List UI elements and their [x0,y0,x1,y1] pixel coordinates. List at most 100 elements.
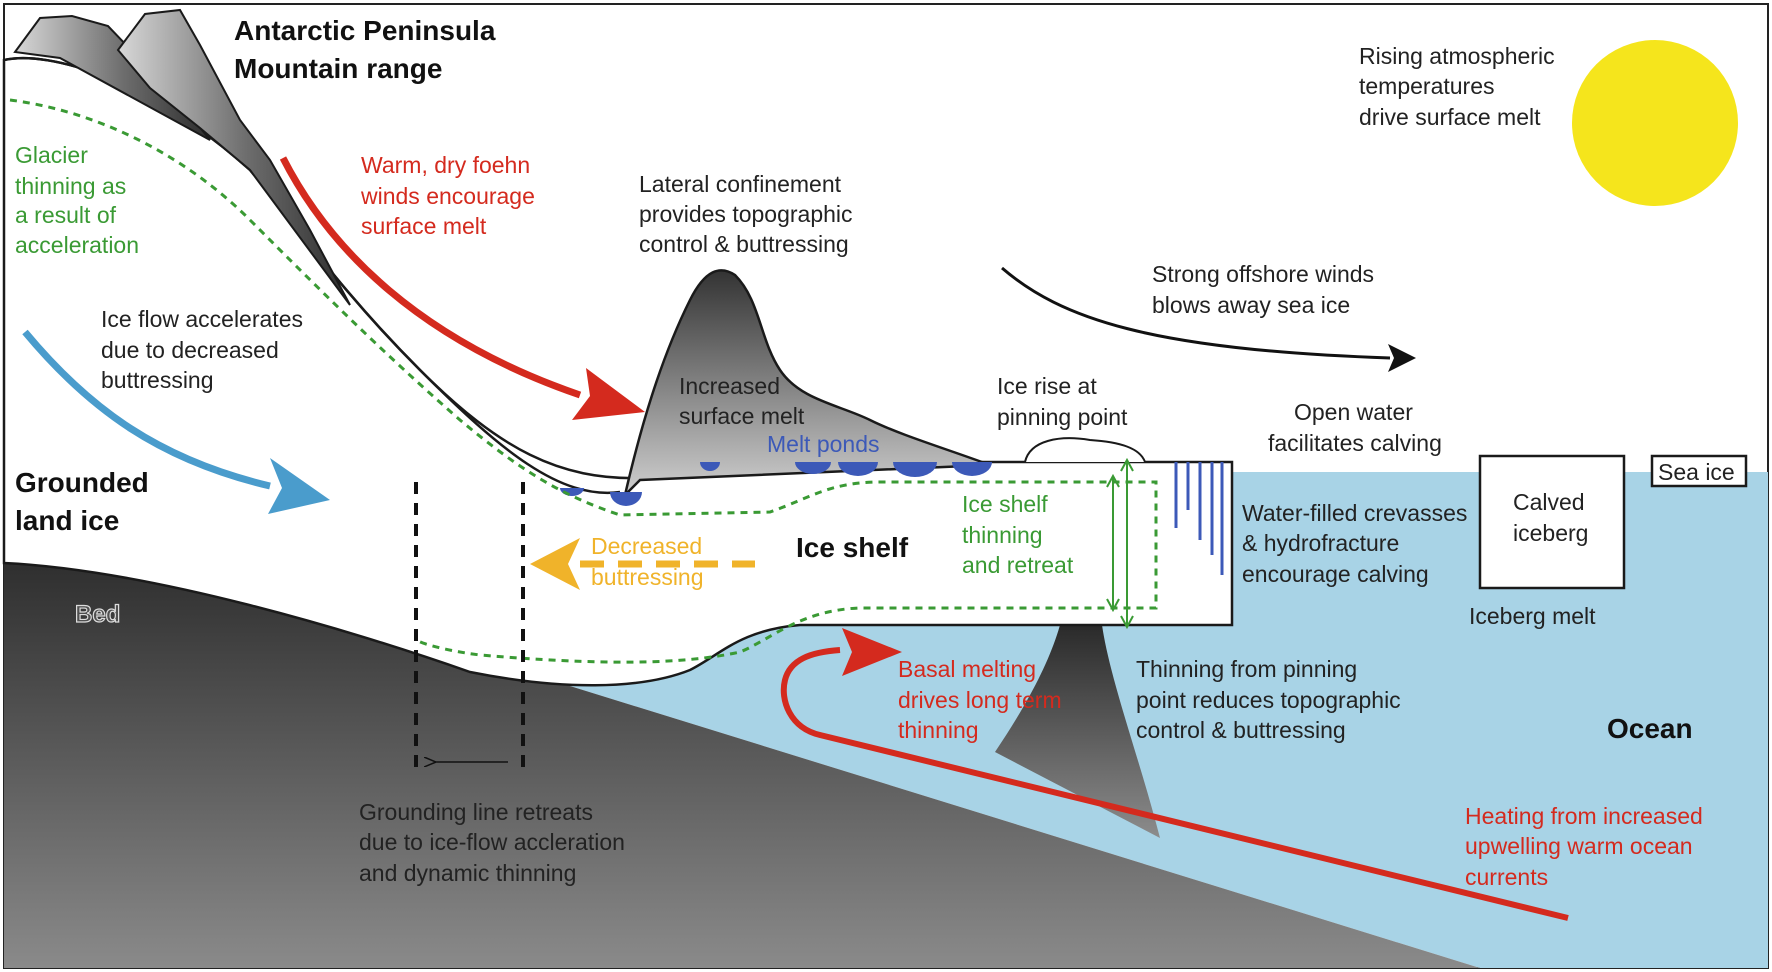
water-filled-crevasses [1174,462,1224,575]
calved-line: iceberg [1513,520,1588,546]
offshore-line: Strong offshore winds [1152,261,1374,287]
grounded-ice-label: Grounded land ice [15,467,149,536]
offshore-line: blows away sea ice [1152,292,1350,318]
melt-pond [893,462,937,477]
mountain-range-label: Antarctic Peninsula Mountain range [234,15,496,84]
melt-pond [795,462,831,474]
surface-melt-line: Increased [679,373,780,399]
grounding-line-text: and dynamic thinning [359,860,576,886]
glacier-thinning-dashed-line [9,98,1158,664]
bed-rock [4,559,1480,968]
glacier-thinning-line: a result of [15,202,117,228]
rising-temperatures-label: Rising atmospheric temperatures drive su… [1359,43,1555,130]
melt-pond [610,492,642,506]
foehn-line: surface melt [361,213,487,239]
shelf-thinning-line: and retreat [962,552,1074,578]
ocean-heating-line: currents [1465,864,1548,890]
lateral-line: Lateral confinement [639,171,842,197]
melt-pond [952,462,992,476]
pinning-thinning-label: Thinning from pinning point reduces topo… [1136,656,1401,743]
basal-melting-label: Basal melting drives long term thinning [898,656,1062,743]
melt-ponds-group [560,462,992,506]
surface-melt-line: surface melt [679,403,805,429]
mountain-range-line: Mountain range [234,53,442,84]
ice-rise-line: Ice rise at [997,373,1097,399]
ocean-heating-line: upwelling warm ocean [1465,833,1693,859]
ocean-label: Ocean [1607,713,1693,744]
ice-flow-arrow [22,329,271,490]
decreased-line: Decreased [591,533,702,559]
ice-flow-label: Ice flow accelerates due to decreased bu… [101,306,303,393]
rising-temp-line: Rising atmospheric [1359,43,1555,69]
ocean-heating-label: Heating from increased upwelling warm oc… [1465,803,1703,890]
ice-flow-line: due to decreased [101,337,279,363]
grounded-line: Grounded [15,467,149,498]
mountain-range-line: Antarctic Peninsula [234,15,496,46]
melt-ponds-label: Melt ponds [767,431,880,457]
sea-ice-label: Sea ice [1658,459,1735,485]
ice-rise [1024,437,1146,463]
melt-pond [700,462,720,471]
surface-melt-label: Increased surface melt [679,373,805,429]
grounding-line-text: Grounding line retreats [359,799,593,825]
shelf-arrow-head [1106,457,1134,630]
decreased-line: buttressing [591,564,704,590]
foehn-line: Warm, dry foehn [361,152,530,178]
grounding-line-label: Grounding line retreats due to ice-flow … [359,799,625,886]
ice-flow-line: buttressing [101,367,214,393]
grounded-line: land ice [15,505,119,536]
foehn-wind-arrow [279,156,582,399]
pinning-thinning-line: Thinning from pinning [1136,656,1357,682]
foehn-wind-arrowhead [572,368,645,420]
ice-flow-arrowhead [268,458,330,514]
foehn-line: winds encourage [360,183,535,209]
offshore-winds-label: Strong offshore winds blows away sea ice [1152,261,1374,318]
basal-line: drives long term [898,687,1062,713]
ice-rise-line: pinning point [997,404,1128,430]
ice-shelf-label: Ice shelf [796,532,909,563]
calved-iceberg-label: Calved iceberg [1513,489,1588,546]
crevasses-line: encourage calving [1242,561,1429,587]
grounding-line-text: due to ice-flow accleration [359,829,625,855]
basal-melting-arrowhead [842,628,902,676]
lateral-confinement-label: Lateral confinement provides topographic… [639,171,853,257]
pinning-thinning-line: control & buttressing [1136,717,1346,743]
shelf-thinning-line: thinning [962,522,1043,548]
crevasses-line: Water-filled crevasses [1242,500,1467,526]
foehn-label: Warm, dry foehn winds encourage surface … [360,152,535,239]
shelf-thinning-line: Ice shelf [962,491,1048,517]
sea-ice-block [1650,454,1748,488]
basal-melting-arrow [780,647,1569,921]
lateral-confinement-mountain [622,269,991,499]
pinning-point-rock [995,625,1160,838]
decreased-buttressing-label: Decreased buttressing [591,533,704,590]
offshore-wind-arrowhead [1388,344,1416,372]
rising-temp-line: temperatures [1359,73,1495,99]
crevasses-label: Water-filled crevasses & hydrofracture e… [1242,500,1467,587]
glacier-thinning-line: acceleration [15,232,139,258]
ice-flow-line: Ice flow accelerates [101,306,303,332]
ice-rise-label: Ice rise at pinning point [997,373,1128,430]
sun [1572,40,1738,206]
glacier-thinning-line: Glacier [15,142,88,168]
decreased-buttressing-arrowhead [530,538,580,590]
open-water-line: facilitates calving [1268,430,1442,456]
offshore-wind-arrow [1001,266,1391,360]
lateral-line: provides topographic [639,201,853,227]
open-water-label: Open water facilitates calving [1268,399,1442,456]
lateral-line: control & buttressing [639,231,849,257]
iceberg-melt-label: Iceberg melt [1469,603,1596,629]
mountain-right [116,8,351,306]
calved-iceberg-block [1478,454,1626,590]
bed-label: Bed [75,601,120,628]
crevasses-line: & hydrofracture [1242,530,1399,556]
melt-pond [838,462,878,476]
shelf-thinning-label: Ice shelf thinning and retreat [962,491,1074,578]
pinning-thinning-line: point reduces topographic [1136,687,1401,713]
basal-line: thinning [898,717,979,743]
open-water-line: Open water [1294,399,1413,425]
calved-line: Calved [1513,489,1585,515]
basal-line: Basal melting [898,656,1036,682]
ocean-heating-line: Heating from increased [1465,803,1703,829]
